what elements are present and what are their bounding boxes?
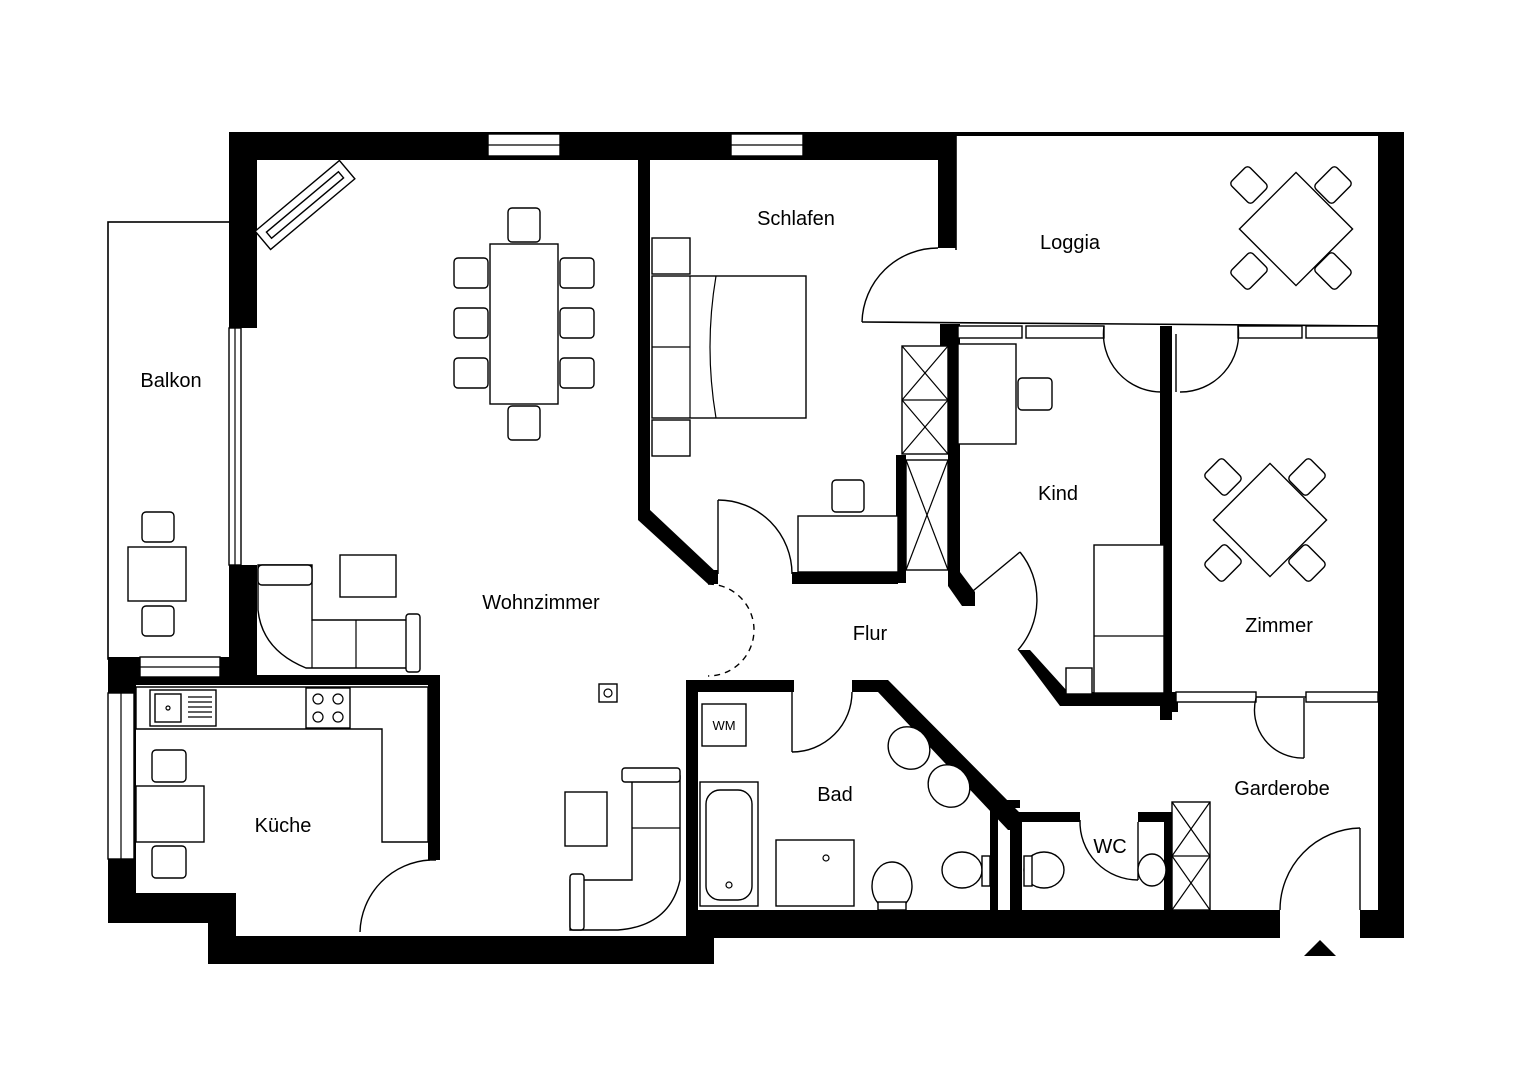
room-label-flur: Flur xyxy=(853,623,888,645)
bidet xyxy=(871,861,913,911)
chair xyxy=(507,207,541,243)
zimmer-table xyxy=(1204,458,1328,582)
window xyxy=(1237,325,1303,339)
nightstand xyxy=(651,237,691,275)
chair xyxy=(559,357,595,389)
chair xyxy=(1230,252,1268,290)
corner-sofa xyxy=(257,554,421,673)
dining-table xyxy=(453,207,595,441)
doors xyxy=(359,247,1361,933)
bathtub xyxy=(699,781,759,907)
room-label-schlafen: Schlafen xyxy=(757,208,835,230)
loggia-table xyxy=(1230,166,1354,290)
wc-basin xyxy=(1137,853,1167,887)
chair xyxy=(1288,544,1326,582)
nightstand xyxy=(651,419,691,457)
room-label-wc: WC xyxy=(1093,836,1126,858)
chair xyxy=(141,605,175,637)
chair xyxy=(453,257,489,289)
windows xyxy=(107,133,1379,860)
stove xyxy=(305,687,351,729)
balcony-table xyxy=(127,511,187,637)
chair xyxy=(559,307,595,339)
side-table xyxy=(564,791,608,847)
chair xyxy=(453,307,489,339)
chair xyxy=(1230,166,1268,204)
toilet-bad xyxy=(941,851,991,889)
chair xyxy=(1204,458,1242,496)
window xyxy=(1175,691,1257,703)
chair xyxy=(141,511,175,543)
double-bed xyxy=(651,237,807,457)
window xyxy=(1025,325,1105,339)
chair xyxy=(831,479,865,513)
chair xyxy=(559,257,595,289)
armchair xyxy=(339,554,397,598)
chair xyxy=(1288,458,1326,496)
room-label-kind: Kind xyxy=(1038,483,1078,505)
entrance-arrow-icon xyxy=(1304,940,1336,956)
chair xyxy=(1314,252,1352,290)
kitchen-table xyxy=(135,749,205,879)
corner-sofa-2 xyxy=(564,767,681,931)
washing-machine-label: WM xyxy=(712,718,735,733)
single-bed xyxy=(1065,544,1165,695)
toilet-wc xyxy=(1023,851,1065,889)
wardrobe xyxy=(901,345,949,571)
room-labels: Balkon Wohnzimmer Schlafen Loggia Kind Z… xyxy=(140,208,1329,858)
room-label-kueche: Küche xyxy=(255,815,312,837)
desk-schlafen xyxy=(797,479,899,573)
garderobe-wardrobe xyxy=(1171,801,1211,911)
room-label-zimmer: Zimmer xyxy=(1245,615,1313,637)
chair xyxy=(453,357,489,389)
room-label-bad: Bad xyxy=(817,784,853,806)
fireplace xyxy=(254,159,356,251)
window xyxy=(957,325,1023,339)
kitchen-counter xyxy=(135,686,429,843)
room-label-loggia: Loggia xyxy=(1040,232,1101,254)
room-label-wohnzimmer: Wohnzimmer xyxy=(482,592,600,614)
chair xyxy=(1314,166,1352,204)
window xyxy=(1305,325,1379,339)
chair xyxy=(507,405,541,441)
chair xyxy=(1204,544,1242,582)
washing-machine: WM xyxy=(701,703,747,747)
room-label-garderobe: Garderobe xyxy=(1234,778,1330,800)
wash-basins xyxy=(887,726,971,808)
desk-kind xyxy=(957,343,1053,445)
chair xyxy=(151,749,187,783)
room-label-balkon: Balkon xyxy=(140,370,201,392)
chair xyxy=(151,845,187,879)
shower xyxy=(775,839,855,907)
ceiling-outlet-icon xyxy=(598,683,618,703)
chair xyxy=(1017,377,1053,411)
window xyxy=(1305,691,1379,703)
